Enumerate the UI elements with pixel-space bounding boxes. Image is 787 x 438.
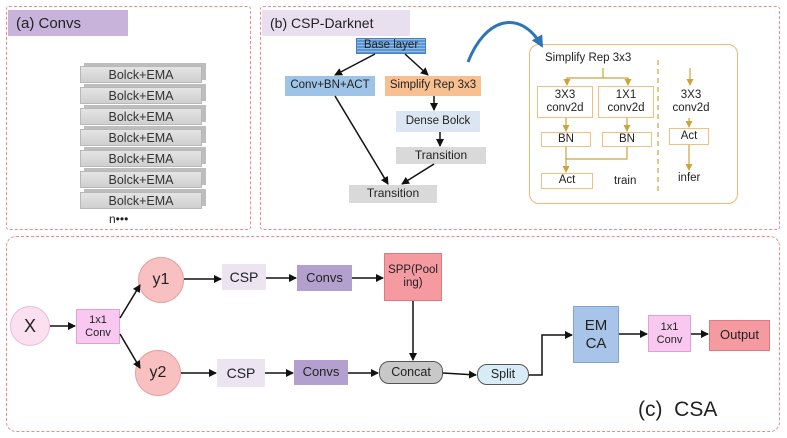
arrow-conv-to-y2 <box>119 333 141 369</box>
convs-bottom-block: Convs <box>294 360 348 385</box>
arrow-transition-to-transition <box>401 163 435 185</box>
emca-block: EM CA <box>573 306 619 363</box>
panel-c-frame <box>6 236 780 432</box>
stack-count-label: n••• <box>109 212 129 226</box>
panel-b-frame <box>260 6 780 230</box>
detail-conv3x3-train: 3X3 conv2d <box>537 86 593 118</box>
csp-top-block: CSP <box>222 264 266 290</box>
arrow-base-to-conv <box>334 53 376 76</box>
split-block: Split <box>477 364 529 385</box>
stack-layer: Bolck+EMA <box>80 129 202 146</box>
output-block: Output <box>709 320 770 351</box>
detail-train-label: train <box>614 175 637 187</box>
arrow-conv-to-y1 <box>119 284 141 319</box>
y2-node: y2 <box>135 350 181 396</box>
detail-act-train: Act <box>541 173 593 189</box>
detail-title: Simplify Rep 3x3 <box>545 52 632 64</box>
stack-layer: Bolck+EMA <box>80 150 202 167</box>
simplify-rep-block: Simplify Rep 3x3 <box>385 76 481 96</box>
arrow-concat-to-split <box>442 370 477 379</box>
detail-conv3x3-infer: 3X3 conv2d <box>672 88 710 114</box>
conv-bn-act-block: Conv+BN+ACT <box>285 76 375 96</box>
panel-a-frame <box>6 6 251 230</box>
detail-bn-2: BN <box>602 132 652 147</box>
transition-outer-block: Transition <box>349 185 437 203</box>
detail-act-infer: Act <box>669 128 709 145</box>
detail-conv1x1-train: 1X1 conv2d <box>598 86 654 118</box>
spp-pooling-block: SPP(Pool ing) <box>384 253 442 301</box>
base-layer-block: Base layer <box>356 38 426 54</box>
panel-a-title: (a) Convs <box>8 10 128 36</box>
conv1x1-second-block: 1x1 Conv <box>648 315 691 352</box>
csp-bottom-block: CSP <box>217 359 265 387</box>
convs-stack: Bolck+EMA Bolck+EMA Bolck+EMA Bolck+EMA … <box>80 62 206 212</box>
panel-c-title: (c) CSA <box>638 398 718 421</box>
convs-top-block: Convs <box>297 265 352 291</box>
panel-b-title: (b) CSP-Darknet <box>262 10 410 36</box>
stack-layer: Bolck+EMA <box>80 108 202 125</box>
conv1x1-first-block: 1x1 Conv <box>76 309 120 344</box>
transition-inner-block: Transition <box>396 147 486 164</box>
detail-infer-label: infer <box>678 172 701 184</box>
arrow-base-to-simplify <box>404 53 429 76</box>
y1-node: y1 <box>138 257 184 303</box>
detail-bn-1: BN <box>541 132 591 147</box>
dense-block: Dense Bolck <box>396 111 480 132</box>
stack-layer: Bolck+EMA <box>80 87 202 104</box>
stack-layer: Bolck+EMA <box>80 192 202 209</box>
curved-blue-arrow <box>466 20 544 63</box>
stack-layer: Bolck+EMA <box>80 171 202 188</box>
stack-layer: Bolck+EMA <box>80 66 202 83</box>
arrow-conv-to-transition-outer <box>334 95 389 185</box>
arrow-split-to-emca <box>529 331 573 376</box>
x-input-node: X <box>10 306 50 346</box>
simplify-rep-detail-frame <box>529 44 738 204</box>
concat-block: Concat <box>379 361 443 384</box>
